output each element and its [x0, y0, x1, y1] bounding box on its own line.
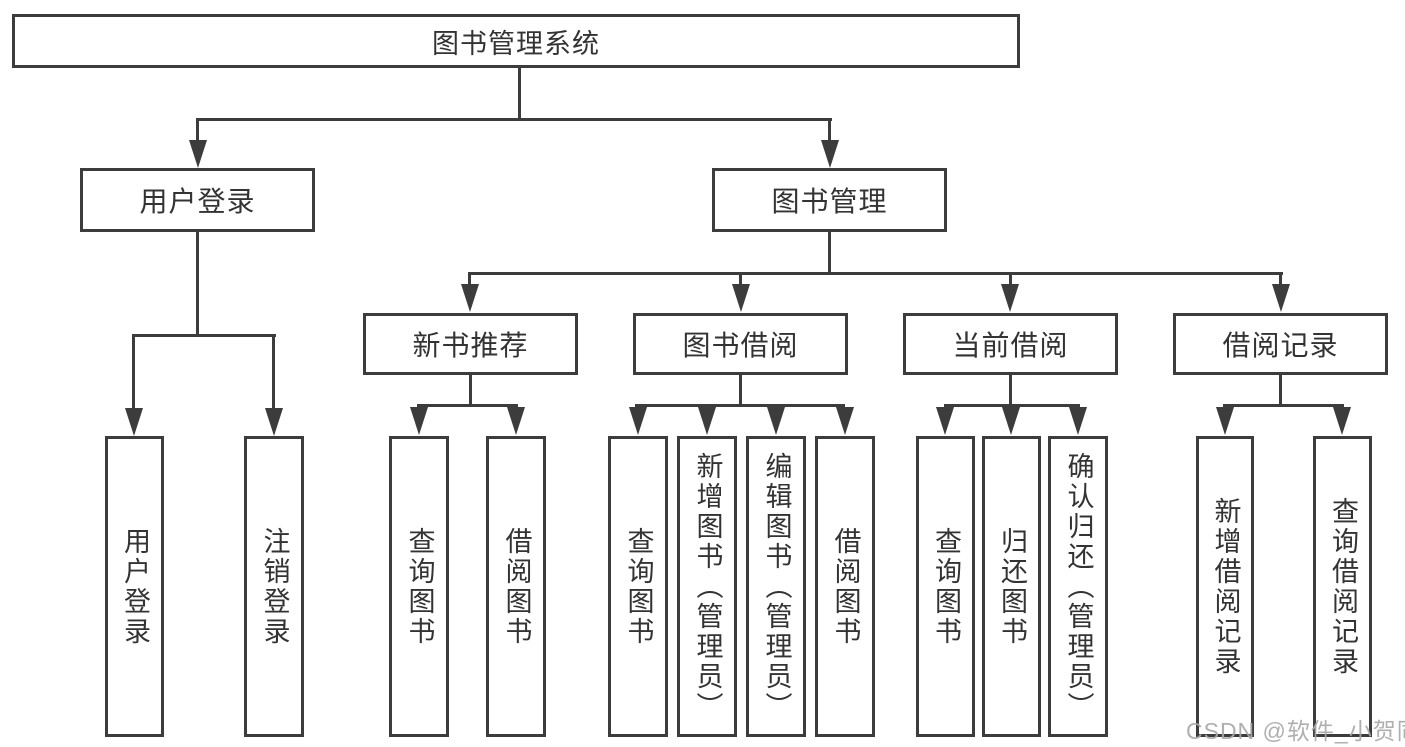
node-leaf-newbook-borrow-label: 借阅图书 — [501, 526, 532, 647]
arrow-down-icon — [1002, 407, 1020, 435]
edge-borrowrecord-stem — [1279, 375, 1282, 406]
arrow-down-icon — [265, 408, 283, 436]
arrow-down-icon — [767, 407, 785, 435]
node-new-book-recommend: 新书推荐 — [363, 313, 578, 375]
arrow-down-icon — [1069, 407, 1087, 435]
edge-bookmgmt-drop-3 — [1009, 272, 1012, 286]
node-leaf-borrow-query-label: 查询图书 — [623, 526, 654, 647]
node-leaf-user-login: 用户登录 — [105, 436, 164, 737]
edge-userlogin-stem — [196, 232, 199, 336]
arrow-down-icon — [732, 284, 750, 312]
node-leaf-confirm-return-admin-label: 确认归还（管理员） — [1063, 451, 1094, 722]
edge-bookmgmt-drop-2 — [739, 272, 742, 286]
arrow-down-icon — [1216, 407, 1234, 435]
node-leaf-newbook-query-label: 查询图书 — [404, 526, 435, 647]
edge-bookmgmt-drop-4 — [1279, 272, 1282, 286]
arrow-down-icon — [1001, 284, 1019, 312]
node-leaf-query-borrow-record: 查询借阅记录 — [1313, 436, 1372, 737]
node-leaf-edit-book-admin: 编辑图书（管理员） — [746, 436, 806, 737]
node-leaf-return-book: 归还图书 — [982, 436, 1041, 737]
edge-bookmgmt-stem — [828, 232, 831, 274]
arrow-down-icon — [821, 140, 839, 168]
node-leaf-logout: 注销登录 — [244, 436, 304, 737]
node-leaf-add-book-admin: 新增图书（管理员） — [677, 436, 737, 737]
node-new-book-recommend-label: 新书推荐 — [412, 330, 529, 361]
node-leaf-newbook-borrow: 借阅图书 — [486, 436, 546, 737]
arrow-down-icon — [125, 408, 143, 436]
node-borrow-record: 借阅记录 — [1173, 313, 1388, 375]
arrow-down-icon — [836, 407, 854, 435]
node-user-login: 用户登录 — [80, 168, 315, 232]
arrow-down-icon — [410, 407, 428, 435]
edge-root-stem — [518, 66, 521, 120]
node-leaf-return-book-label: 归还图书 — [997, 526, 1027, 647]
edge-newbook-stem — [469, 375, 472, 406]
node-book-management: 图书管理 — [712, 168, 947, 232]
node-leaf-borrow-book: 借阅图书 — [815, 436, 875, 737]
edge-currentborrow-bus — [944, 404, 1080, 407]
arrow-down-icon — [1272, 284, 1290, 312]
node-book-borrow: 图书借阅 — [633, 313, 848, 375]
watermark: CSDN @软件_小贺同学 — [1186, 718, 1405, 744]
edge-userlogin-bus — [132, 334, 276, 337]
edge-bookborrow-bus — [635, 404, 845, 407]
node-leaf-add-borrow-record: 新增借阅记录 — [1196, 436, 1254, 737]
edge-bookmgmt-bus — [468, 272, 1283, 275]
node-root: 图书管理系统 — [12, 14, 1020, 68]
arrow-down-icon — [189, 140, 207, 168]
edge-newbook-bus — [417, 404, 518, 407]
node-leaf-confirm-return-admin: 确认归还（管理员） — [1048, 436, 1108, 737]
arrow-down-icon — [507, 407, 525, 435]
node-leaf-current-query: 查询图书 — [916, 436, 975, 737]
arrow-down-icon — [698, 407, 716, 435]
node-current-borrow: 当前借阅 — [903, 313, 1118, 375]
node-borrow-record-label: 借阅记录 — [1222, 330, 1339, 361]
node-leaf-query-borrow-record-label: 查询借阅记录 — [1328, 496, 1358, 677]
arrow-down-icon — [1333, 407, 1351, 435]
edge-bookborrow-stem — [739, 375, 742, 406]
edge-root-drop-right — [828, 118, 831, 144]
node-leaf-borrow-book-label: 借阅图书 — [830, 526, 861, 647]
edge-userlogin-drop-2 — [272, 334, 275, 408]
node-leaf-edit-book-admin-label: 编辑图书（管理员） — [761, 451, 792, 722]
node-leaf-add-borrow-record-label: 新增借阅记录 — [1210, 496, 1241, 677]
node-leaf-add-book-admin-label: 新增图书（管理员） — [692, 451, 723, 722]
node-root-label: 图书管理系统 — [432, 28, 600, 59]
edge-borrowrecord-bus — [1223, 404, 1344, 407]
node-book-management-label: 图书管理 — [771, 186, 888, 217]
edge-userlogin-drop-1 — [132, 334, 135, 408]
arrow-down-icon — [629, 407, 647, 435]
node-book-borrow-label: 图书借阅 — [682, 330, 799, 361]
edge-root-bus — [196, 118, 832, 121]
node-leaf-logout-label: 注销登录 — [259, 526, 290, 647]
node-leaf-borrow-query: 查询图书 — [608, 436, 668, 737]
node-leaf-newbook-query: 查询图书 — [389, 436, 449, 737]
node-current-borrow-label: 当前借阅 — [952, 330, 1069, 361]
node-leaf-current-query-label: 查询图书 — [931, 526, 961, 647]
edge-bookmgmt-drop-1 — [468, 272, 471, 286]
arrow-down-icon — [936, 407, 954, 435]
edge-root-drop-left — [196, 118, 199, 144]
edge-currentborrow-stem — [1009, 375, 1012, 406]
node-leaf-user-login-label: 用户登录 — [120, 526, 150, 647]
node-user-login-label: 用户登录 — [139, 186, 256, 217]
arrow-down-icon — [461, 284, 479, 312]
